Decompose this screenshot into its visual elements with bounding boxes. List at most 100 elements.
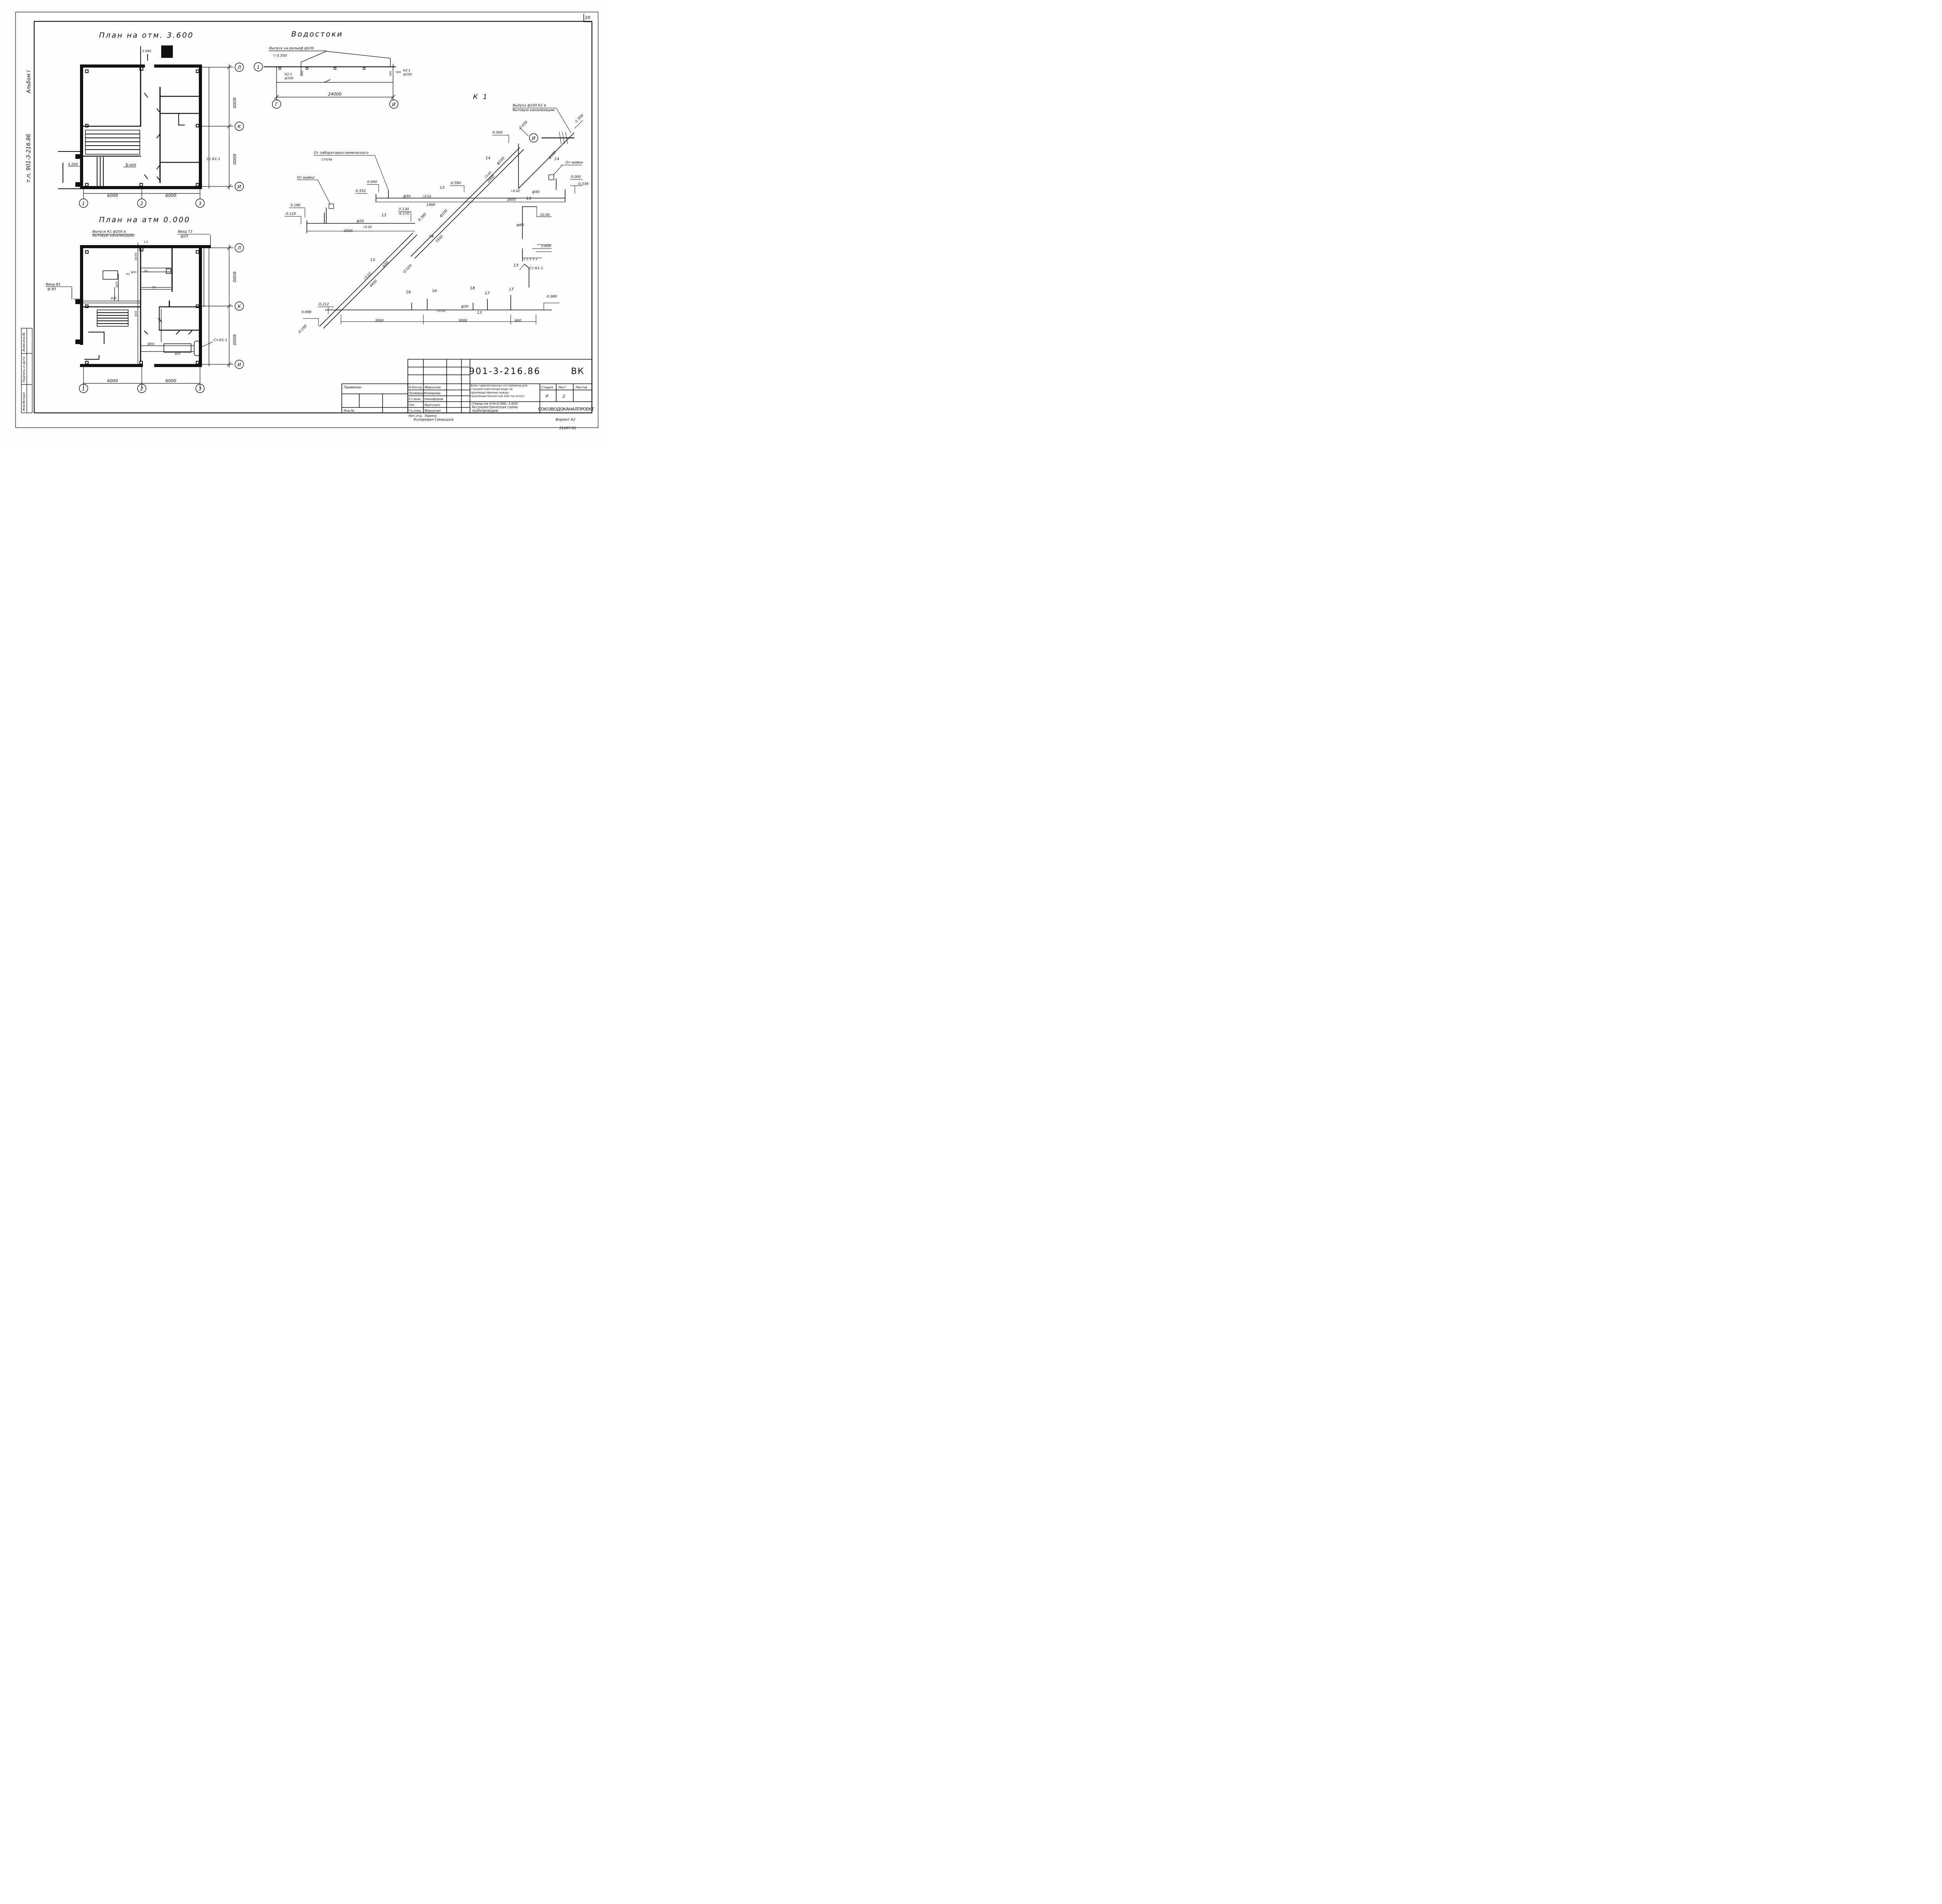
drain-k2-1-d: ф100 — [403, 73, 412, 76]
level-mark: -0.170 — [398, 212, 409, 216]
level-mark: 0.130 — [399, 207, 409, 211]
length-dimension: 3500 — [435, 235, 444, 244]
riser-label: Ст.К1-1 — [207, 157, 220, 161]
pipe-diameter: ф100 — [439, 209, 449, 218]
person-name: Харина — [424, 414, 437, 418]
axis-label: 1 — [82, 201, 85, 206]
level-mark: 0.380 — [418, 212, 427, 222]
axis-label: 3 — [198, 386, 202, 392]
axis-label: Л — [237, 65, 241, 70]
stamp-cell-replace: Взам.инв.№ — [22, 332, 26, 352]
level-mark: 0.088 — [301, 310, 311, 314]
axis-label: 3 — [198, 201, 202, 206]
role-label: Гл.спец — [409, 409, 421, 412]
item-number: 18 — [470, 286, 475, 291]
pipe-label: В1 — [144, 270, 148, 273]
level-mark: -0.520 — [402, 264, 413, 275]
item-number: 13 — [370, 258, 375, 262]
dimension-label: 6000 — [232, 97, 237, 108]
slope-mark: i.0.02 — [363, 225, 372, 229]
item-number: 17 — [485, 291, 490, 296]
level-mark: -0.538 — [577, 182, 588, 186]
outlet-label: Выпуск К1 ф100 в — [92, 230, 126, 234]
axis-label: И — [532, 136, 536, 141]
drain-outlet-label: Выпуск на рельеф ф100 — [269, 47, 314, 50]
drain-k2-2-d: ф100 — [285, 77, 293, 80]
pipe-diameter: ф50 — [382, 261, 390, 269]
bound-label: Привязан — [344, 386, 361, 390]
axonometry-annotations: 0.000-0.630-1.5000.000-0.552-0.5900.000-… — [285, 113, 588, 335]
axis-marker — [529, 133, 538, 143]
level-mark: -0.630 — [518, 120, 529, 131]
archive-number: 21607-01 — [559, 426, 576, 430]
level-mark: 0.000 — [492, 131, 503, 135]
item-number: 14 — [554, 157, 559, 161]
axo-outlet-sublabel: бытовую канализацию — [513, 108, 555, 112]
dimension-label: 6000 — [232, 334, 237, 345]
pipe-label: ф15 — [175, 352, 181, 355]
level-mark: -0.590 — [450, 181, 461, 185]
item-number: 14 — [486, 156, 491, 160]
item-number: 13 — [526, 197, 531, 201]
role-label: Проверил — [409, 392, 425, 395]
level-mark: 3.580 — [142, 49, 151, 53]
length-dimension: 2500 — [344, 229, 353, 233]
copied-by: Копировал Синицына — [414, 418, 454, 422]
length-dimension: 1900 — [426, 203, 435, 207]
drain-mark: 450 — [301, 71, 304, 76]
inv-label: Инв.№: — [344, 409, 355, 412]
person-name: Братухин — [425, 403, 440, 407]
pipe-diameter: ф50 — [403, 195, 411, 198]
left-stamp — [21, 328, 33, 413]
level-mark: 10.00 — [540, 213, 550, 217]
item-number: 16 — [406, 290, 411, 294]
item-number: 13 — [477, 311, 482, 315]
drain-k2-2: К2-2 — [285, 73, 292, 76]
axis-label: Л — [237, 245, 241, 251]
input-label: Ввод В1 — [46, 283, 61, 287]
plan-lower-pipes — [71, 235, 211, 365]
length-dimension: 3000 — [458, 319, 467, 323]
level-mark: 3.600 — [541, 244, 551, 248]
drain-level: ▽ 0.500 — [273, 54, 287, 58]
item-number: 16 — [432, 289, 437, 293]
person-name: Никифоров — [425, 397, 443, 401]
plan-upper-axes — [79, 63, 244, 208]
axo-source-label: От лабораторно-химического — [314, 151, 369, 155]
input-diameter: ф 80 — [47, 287, 56, 291]
axis-label: И — [238, 362, 241, 367]
stamp-cell-inv: Инв.№подл. — [22, 392, 26, 411]
length-dimension: 3000 — [375, 319, 384, 323]
project-description: Блок горизонтальных отстойников для стан… — [471, 384, 527, 398]
dimension-label: 6000 — [107, 193, 118, 198]
sheet-value: 2 — [562, 394, 565, 399]
axo-outlet-label: Выпуск ф100 К1 в — [513, 104, 546, 108]
stage-value: Р — [546, 394, 548, 399]
drains-section — [254, 50, 398, 109]
pipe-label: Т3 — [152, 286, 156, 289]
sheet-title: Планы на отм.0.000; 3.600 Аксонометричес… — [472, 402, 518, 413]
length-dimension: 600 — [515, 319, 521, 323]
side-doc-code: т.п. 901-3-216.86 — [26, 134, 32, 183]
axis-label: К — [238, 124, 241, 129]
level-mark: 0.000 — [571, 175, 581, 179]
axis-label: 1 — [257, 64, 260, 70]
plan-upper-title: План на отм. 3.600 — [99, 31, 194, 40]
level-mark: -0.190 — [297, 324, 308, 335]
role-label: Н.Контр. — [409, 386, 423, 389]
sheet-format: Формат А2 — [555, 418, 576, 422]
document-code: 901-3-216.86 — [469, 367, 541, 376]
dimension-label: 6000 — [232, 154, 237, 165]
level-mark: -0.120 — [285, 212, 296, 216]
leader-lines — [45, 234, 213, 348]
pipe-diameter: ф50 — [532, 190, 539, 194]
axonometry-title: К 1 — [473, 93, 489, 101]
riser-label: Ст.К1-1 — [214, 338, 227, 342]
axo-riser-label: Ст.К1-1 — [529, 266, 543, 270]
length-dimension: 2600 — [507, 198, 516, 202]
item-number: 14 — [429, 235, 434, 239]
level-mark: 0.180 — [291, 204, 301, 207]
sheet-frame — [15, 12, 599, 428]
slope-mark: i.0.02 — [363, 272, 372, 280]
role-label: Ст.инж. — [409, 397, 421, 401]
